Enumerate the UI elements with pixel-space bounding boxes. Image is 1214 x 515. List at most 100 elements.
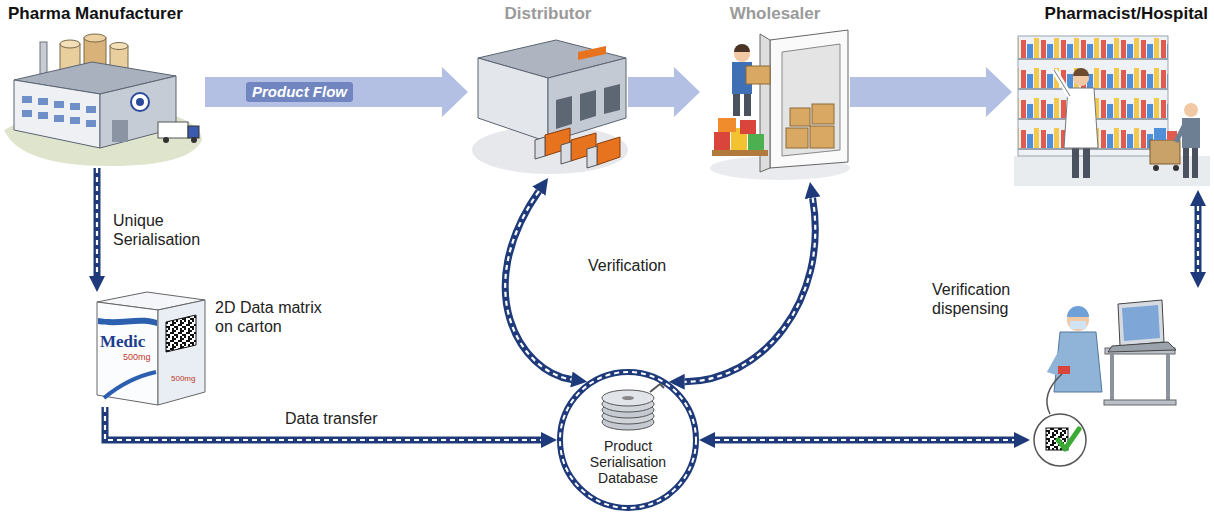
pharmacy-illustration (1192, 146, 1198, 178)
pharmacy-illustration (1173, 165, 1179, 171)
factory-illustration (54, 101, 64, 108)
dispensing-illustration (1047, 374, 1062, 414)
database-disks (622, 396, 634, 400)
warehouse-illustration (561, 142, 571, 164)
dispensing-illustration (1034, 300, 1176, 466)
pharmacy-illustration (1150, 140, 1180, 164)
wholesaler-illustration (790, 108, 810, 126)
dashed-connector (105, 407, 541, 440)
carton-caption: 2D Data matrix on carton (215, 298, 343, 336)
dispensing-illustration (1110, 354, 1114, 402)
pharmacy-illustration (1153, 165, 1159, 171)
site-heading: Pharma Manufacturer (8, 4, 183, 24)
edge-label: Unique Serialisation (113, 211, 225, 249)
wholesaler-illustration (748, 134, 764, 150)
factory-illustration (38, 112, 48, 119)
dashed-connector (685, 198, 816, 382)
warehouse-illustration (578, 46, 606, 60)
database-circle: Product Serialisation Database (556, 368, 700, 512)
factory-illustration (112, 120, 128, 142)
warehouse-illustration (604, 84, 620, 114)
wholesaler-illustration (786, 128, 808, 148)
edge-label: Data transfer (282, 409, 380, 428)
dispensing-illustration (1166, 354, 1170, 402)
factory-illustration (158, 122, 188, 138)
pharmacy-illustration (1014, 36, 1210, 186)
pharmacy-illustration (1154, 128, 1166, 140)
pharmacy-illustration (1184, 103, 1198, 117)
dispensing-illustration (1118, 300, 1164, 346)
wholesaler-illustration (718, 118, 736, 132)
pharmacy-illustration (1014, 156, 1210, 186)
dispensing-label: Verification dispensing (932, 280, 1028, 318)
pharmacy-illustration (1054, 70, 1070, 96)
dashed-connector (1197, 206, 1199, 272)
dashed-connector (505, 191, 571, 379)
warehouse-illustration (556, 96, 572, 129)
dashed-connector (715, 440, 1014, 441)
dispensing-illustration (1070, 321, 1086, 329)
warehouse-illustration (472, 126, 628, 174)
wholesaler-site: Wholesaler (700, 0, 850, 182)
factory-illustration (54, 115, 64, 122)
product-flow-band (205, 77, 442, 107)
pharmacy-illustration (1018, 36, 1168, 156)
dashed-connector (685, 198, 816, 382)
wholesaler-illustration (740, 120, 756, 134)
distributor-site: Distributor (468, 0, 628, 178)
dashed-connector (505, 191, 571, 379)
dispensing-illustration (1034, 414, 1086, 466)
dispensing-illustration (1104, 400, 1176, 405)
wholesaler-illustration (744, 92, 751, 116)
pharmacy-illustration (1072, 146, 1079, 178)
carton-illustration (158, 300, 205, 405)
factory-illustration (22, 96, 32, 103)
carton-dose: 500mg (171, 374, 195, 384)
database-disks (650, 384, 664, 392)
warehouse-illustration (587, 146, 597, 168)
factory-illustration (38, 98, 48, 105)
factory-illustration (110, 43, 128, 50)
wholesaler-illustration (812, 104, 834, 124)
wholesaler-illustration (733, 92, 740, 116)
factory-illustration (163, 137, 169, 143)
site-heading: Pharmacist/Hospital (1045, 4, 1208, 24)
manufacturer-site: Pharma Manufacturer (0, 0, 205, 168)
dashed-connector (96, 168, 98, 276)
dashed-connector (715, 437, 1014, 444)
free-label: Verification (588, 256, 666, 275)
product-flow-band (628, 92, 674, 93)
carton-node: Medic500mg500mg2D Data matrix on carton (85, 292, 347, 407)
pharmacy-illustration (1073, 68, 1089, 76)
carton-dose: 500mg (123, 352, 151, 363)
wholesaler-illustration (712, 150, 768, 156)
dashed-connector (1195, 206, 1202, 272)
warehouse-illustration (472, 40, 628, 174)
warehouse-illustration (580, 90, 596, 121)
pharmacy-illustration (1054, 70, 1070, 96)
dispensing-node: Verification dispensing (1030, 288, 1210, 500)
site-heading: Wholesaler (700, 4, 850, 24)
wholesaler-illustration (714, 132, 730, 150)
pharmacy-illustration (1176, 126, 1184, 142)
warehouse-illustration (548, 58, 626, 142)
factory-illustration (70, 103, 80, 110)
carton-brand: Medic (100, 332, 145, 352)
dashed-connector (685, 198, 816, 382)
dashed-connector (105, 407, 541, 440)
product-flow-band (628, 77, 674, 107)
site-heading: Distributor (468, 4, 628, 24)
product-flow-band (850, 92, 986, 93)
factory-illustration (14, 80, 100, 148)
carton-illustration (104, 372, 156, 398)
factory-illustration (188, 126, 199, 138)
carton-illustration (98, 318, 157, 326)
dispensing-illustration (1122, 305, 1160, 341)
factory-illustration (136, 98, 144, 106)
dashed-connector (505, 191, 571, 379)
factory-illustration (60, 40, 80, 48)
factory-illustration (22, 110, 32, 117)
dashed-connector (97, 168, 98, 276)
dashed-connector (94, 168, 101, 276)
